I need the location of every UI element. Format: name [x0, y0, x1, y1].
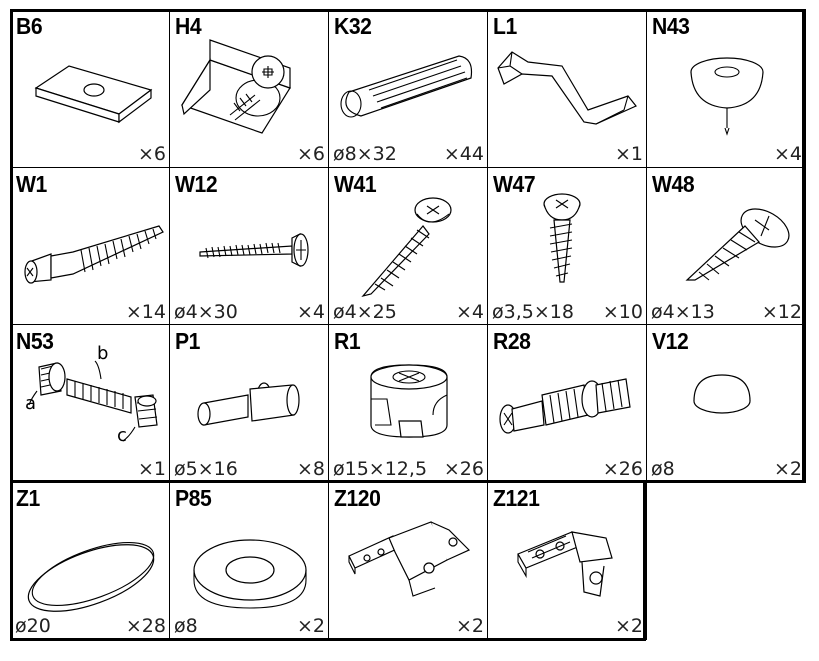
part-code: P85 [175, 485, 212, 511]
part-quantity: ×2 [773, 458, 802, 480]
part-code: N43 [652, 13, 690, 39]
callout-a: a [25, 393, 36, 414]
part-code: H4 [175, 13, 202, 39]
part-quantity: ×28 [125, 615, 166, 637]
hinge-icon [329, 482, 487, 640]
part-cell-p85: P85 ø8 ×2 [169, 481, 329, 640]
torx-screw-icon [488, 168, 646, 326]
part-cell-l1: L1 ×1 [487, 9, 647, 168]
part-size: ø8 [174, 615, 198, 637]
pan-head-screw-icon [329, 168, 487, 326]
part-size: ø3,5×18 [492, 301, 574, 323]
part-code: W1 [16, 171, 47, 197]
part-quantity: ×26 [443, 458, 484, 480]
part-cell-r1: R1 ø15×12,5 ×26 [328, 324, 488, 483]
flat-plate-icon [11, 10, 169, 168]
part-size: ø4×13 [651, 301, 715, 323]
shelf-pin-icon [170, 325, 328, 483]
part-cell-h4: H4 ×6 [169, 9, 329, 168]
cover-cap-icon [647, 325, 805, 483]
part-quantity: ×8 [296, 458, 325, 480]
part-code: W47 [493, 171, 536, 197]
part-code: Z120 [334, 485, 381, 511]
confirmat-screw-icon [11, 168, 169, 326]
part-code: P1 [175, 328, 200, 354]
part-size: ø5×16 [174, 458, 238, 480]
part-quantity: ×2 [296, 615, 325, 637]
part-code: V12 [652, 328, 689, 354]
part-code: R28 [493, 328, 531, 354]
part-code: K32 [334, 13, 372, 39]
part-cell-b6: B6 ×6 [10, 9, 170, 168]
countersunk-screw-icon [647, 168, 805, 326]
part-cell-n53: a b c N53 ×1 [10, 324, 170, 483]
nail-glide-icon [647, 10, 805, 168]
part-quantity: ×26 [602, 458, 643, 480]
part-quantity: ×1 [137, 458, 166, 480]
part-size: ø4×25 [333, 301, 397, 323]
part-code: Z1 [16, 485, 40, 511]
adjustable-foot-icon: a b c [25, 343, 169, 446]
part-size: ø4×30 [174, 301, 238, 323]
cam-lock-icon [329, 325, 487, 483]
part-cell-r28: R28 ×26 [487, 324, 647, 483]
part-quantity: ×6 [296, 143, 325, 165]
part-code: W12 [175, 171, 218, 197]
part-code: W48 [652, 171, 695, 197]
part-cell-w1: W1 ×14 [10, 167, 170, 326]
part-cell-z1: Z1 ø20 ×28 [10, 481, 170, 640]
part-cell-w12: W12 ø4×30 ×4 [169, 167, 329, 326]
part-code: Z121 [493, 485, 540, 511]
washer-disc-icon [11, 482, 169, 640]
part-quantity: ×44 [443, 143, 484, 165]
part-quantity: ×1 [614, 143, 643, 165]
part-code: B6 [16, 13, 43, 39]
part-quantity: ×2 [614, 615, 643, 637]
part-quantity: ×10 [602, 301, 643, 323]
part-code: R1 [334, 328, 361, 354]
part-cell-w41: W41 ø4×25 ×4 [328, 167, 488, 326]
part-quantity: ×6 [137, 143, 166, 165]
part-quantity: ×2 [455, 615, 484, 637]
part-cell-n43: N43 ×4 [646, 9, 806, 168]
part-size: ø8 [651, 458, 675, 480]
long-screw-icon [170, 168, 328, 326]
part-cell-k32: K32 ø8×32 ×44 [328, 9, 488, 168]
part-cell-w47: W47 ø3,5×18 ×10 [487, 167, 647, 326]
part-quantity: ×12 [761, 301, 802, 323]
hinge-plate-icon [488, 482, 646, 640]
part-code: W41 [334, 171, 377, 197]
part-size: ø8×32 [333, 143, 397, 165]
callout-c: c [117, 425, 127, 446]
part-code: L1 [493, 13, 517, 39]
part-quantity: ×14 [125, 301, 166, 323]
angle-bracket-screw-icon [170, 10, 328, 168]
part-cell-w48: W48 ø4×13 ×12 [646, 167, 806, 326]
part-cell-p1: P1 ø5×16 ×8 [169, 324, 329, 483]
part-size: ø20 [15, 615, 51, 637]
part-quantity: ×4 [296, 301, 325, 323]
ring-spacer-icon [170, 482, 328, 640]
cam-bolt-icon [488, 325, 646, 483]
part-cell-v12: V12 ø8 ×2 [646, 324, 806, 483]
part-size: ø15×12,5 [333, 458, 428, 480]
part-quantity: ×4 [773, 143, 802, 165]
part-cell-z120: Z120 ×2 [328, 481, 488, 640]
part-cell-z121: Z121 ×2 [487, 481, 647, 640]
allen-key-icon [488, 10, 646, 168]
part-quantity: ×4 [455, 301, 484, 323]
wooden-dowel-icon [329, 10, 487, 168]
callout-b: b [97, 343, 108, 364]
parts-grid: B6 ×6 H4 ×6 K32 ø8×32 ×44 L1 ×1 N43 ×4 W1 ×14 W… [10, 9, 806, 641]
part-code: N53 [16, 328, 54, 354]
